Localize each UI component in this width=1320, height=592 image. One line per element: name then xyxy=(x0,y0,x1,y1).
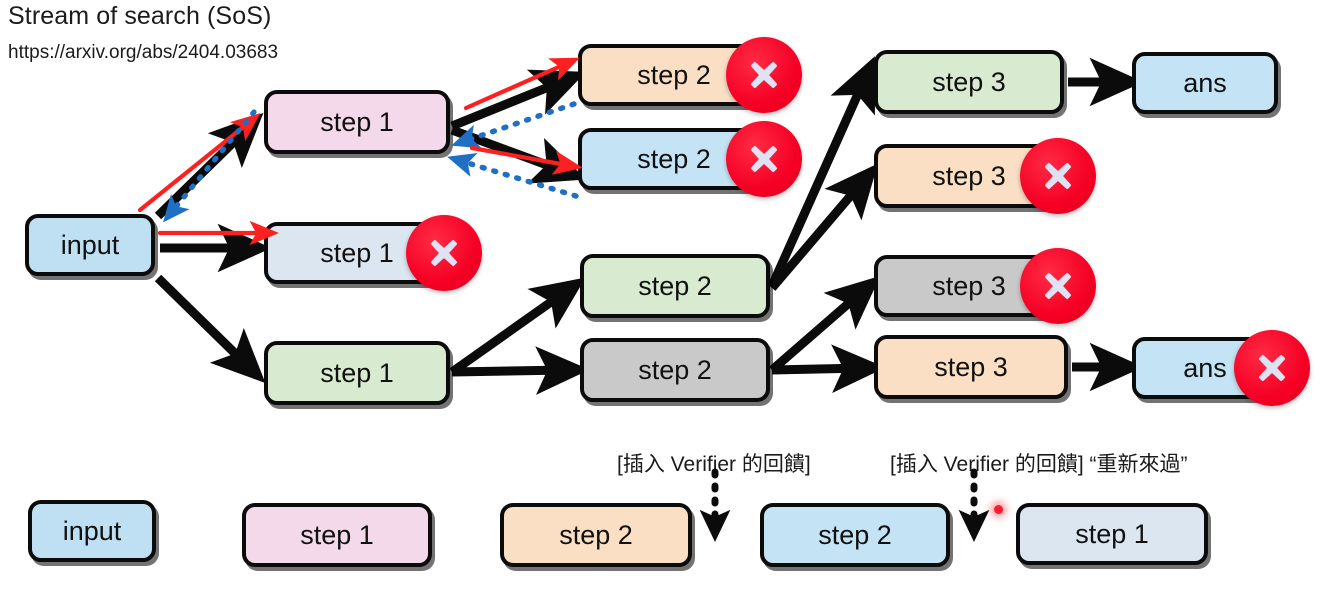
node-label: step 2 xyxy=(637,143,711,174)
node-label: step 2 xyxy=(638,270,712,301)
edge-step1pink-step2blue xyxy=(450,125,587,184)
edge-red-step1pink-step2peach xyxy=(463,57,580,111)
node-label: step 3 xyxy=(934,351,1008,382)
node-label: step 3 xyxy=(932,270,1006,301)
annotation-verifier-1: [插入 Verifier 的回饋] xyxy=(617,453,811,476)
node-label: step 1 xyxy=(1075,518,1149,549)
edge-red-input-step1pink xyxy=(137,113,261,213)
legend-node-lg-s2b: step 2 xyxy=(760,503,950,567)
node-s3-green: step 3 xyxy=(874,50,1064,114)
error-x-icon xyxy=(405,215,482,291)
error-x-icon xyxy=(725,121,802,197)
node-ans-top: ans xyxy=(1132,52,1278,114)
node-label: input xyxy=(60,229,120,260)
annotation-verifier-2: [插入 Verifier 的回饋] “重新來過” xyxy=(890,453,1188,476)
edge-blue-step1pink-input xyxy=(163,109,257,223)
node-label: step 2 xyxy=(638,354,712,385)
edge-step1green-step2gray xyxy=(451,346,590,395)
node-label: step 2 xyxy=(818,519,892,550)
error-x-icon xyxy=(725,37,802,113)
node-label: step 2 xyxy=(559,519,633,550)
node-label: input xyxy=(62,515,122,546)
node-s2-green: step 2 xyxy=(580,254,770,318)
node-label: step 1 xyxy=(320,106,394,137)
node-s1-pink: step 1 xyxy=(264,90,450,154)
edge-step2gray-step3peach2 xyxy=(771,344,886,393)
legend-node-lg-s2: step 2 xyxy=(500,503,692,567)
edge-step1pink-step2peach xyxy=(450,69,587,131)
node-label: ans xyxy=(1183,352,1227,383)
node-label: step 1 xyxy=(320,237,394,268)
error-x-icon xyxy=(1019,248,1096,324)
legend-node-lg-s1b: step 1 xyxy=(1016,503,1208,565)
paper-url: https://arxiv.org/abs/2404.03683 xyxy=(8,42,279,63)
edge-step2gray-step3gray xyxy=(769,275,881,374)
node-s3-peach2: step 3 xyxy=(874,335,1068,399)
page-title: Stream of search (SoS) xyxy=(8,2,272,30)
legend-node-lg-input: input xyxy=(28,500,156,562)
edge-blue-step2blue-step1pink xyxy=(447,153,579,199)
red-dot-marker xyxy=(994,505,1003,514)
node-label: step 3 xyxy=(932,66,1006,97)
node-s1-green: step 1 xyxy=(264,341,450,405)
node-label: step 1 xyxy=(300,519,374,550)
node-label: step 3 xyxy=(932,160,1006,191)
node-label: ans xyxy=(1183,67,1227,98)
edge-step2green-step3peach xyxy=(768,163,879,291)
node-s2-gray: step 2 xyxy=(580,338,770,402)
node-label: step 1 xyxy=(320,357,394,388)
node-input: input xyxy=(25,214,155,276)
legend-node-lg-s1: step 1 xyxy=(242,503,432,567)
edge-input-step1pink xyxy=(154,112,264,220)
edge-red-step1pink-step2blue xyxy=(469,145,583,175)
edge-blue-step2peach-step1pink xyxy=(451,101,577,149)
edge-input-step1green xyxy=(154,274,266,384)
error-x-icon xyxy=(1233,330,1310,406)
edge-step1green-step2green xyxy=(449,277,586,376)
error-x-icon xyxy=(1019,138,1096,214)
node-label: step 2 xyxy=(637,59,711,90)
